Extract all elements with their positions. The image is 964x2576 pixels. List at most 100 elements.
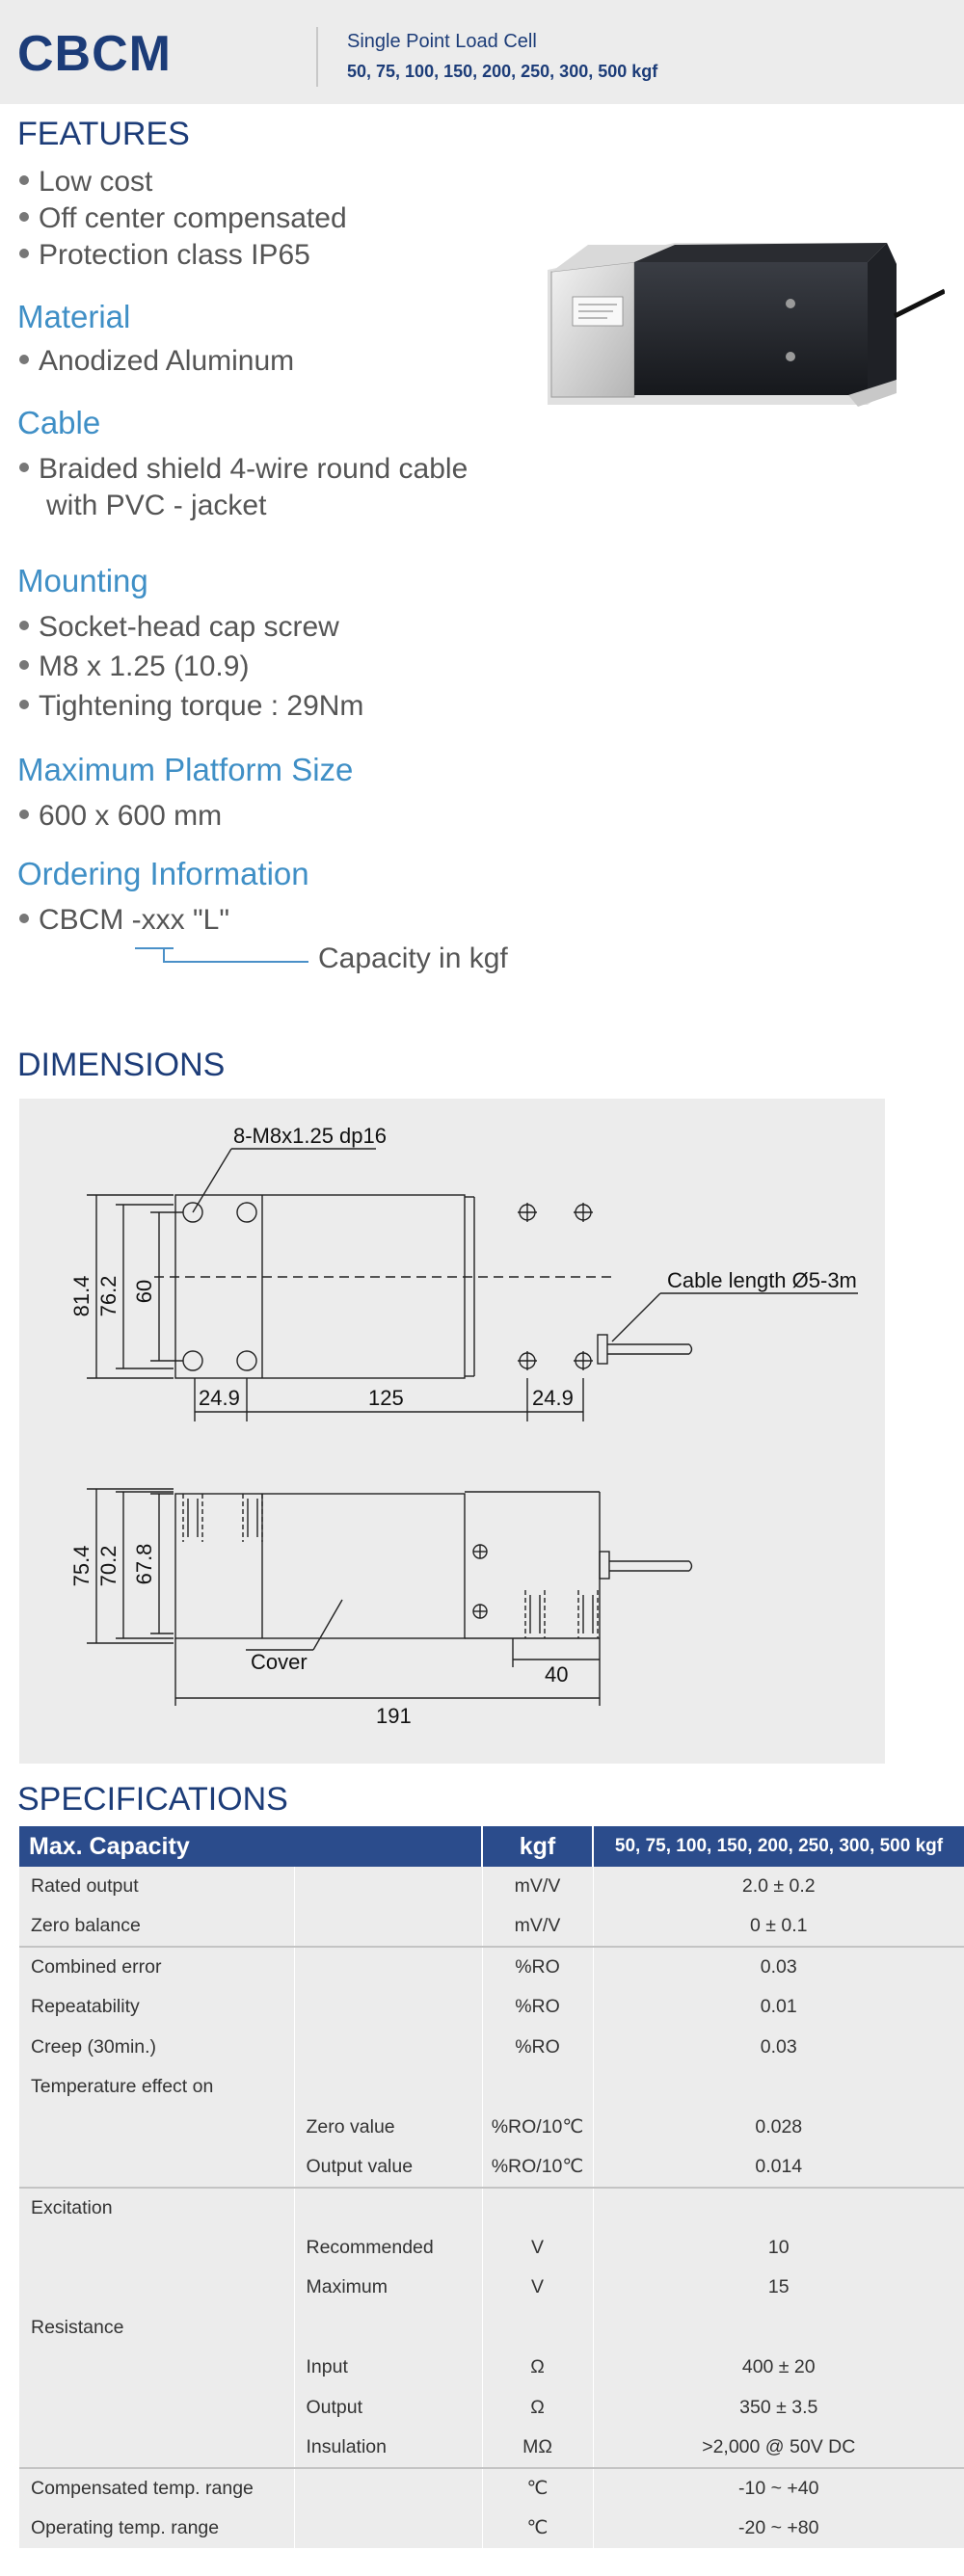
spec-unit: V [481,2267,593,2308]
table-row: Zero value %RO/10℃ 0.028 [19,2107,964,2148]
spec-name: Compensated temp. range [19,2466,294,2509]
spec-value [592,2186,964,2228]
bullet-icon [19,700,29,710]
dim-height-3: 60 [132,1280,156,1303]
specs-table: Max. Capacity kgf 50, 75, 100, 150, 200,… [19,1826,964,2549]
header-divider [316,27,318,87]
dim-height-2: 76.2 [96,1276,120,1317]
spec-value: 15 [592,2267,964,2308]
spec-unit: Ω [481,2348,593,2388]
dim-cover-label: Cover [251,1650,308,1674]
spec-unit [481,2186,593,2228]
spec-unit [481,2307,593,2349]
spec-sub: Insulation [293,2428,482,2468]
table-row: Zero balance mV/V 0 ± 0.1 [19,1906,964,1948]
header-subtitle: Single Point Load Cell [347,31,537,52]
bullet-icon [19,212,29,223]
dim-side-height-1: 75.4 [69,1546,94,1587]
table-row: Compensated temp. range ℃ -10 ~ +40 [19,2466,964,2509]
spec-sub: Maximum [293,2267,482,2308]
table-row: Rated output mV/V 2.0 ± 0.2 [19,1867,964,1907]
table-row: Recommended V 10 [19,2227,964,2268]
table-row: Temperature effect on [19,2066,964,2108]
dimensions-title: DIMENSIONS [17,1047,226,1083]
spec-value: 2.0 ± 0.2 [592,1867,964,1907]
bullet-icon [19,621,29,631]
ordering-note: Capacity in kgf [318,943,508,974]
cable-item-continuation: with PVC - jacket [46,490,267,521]
spec-value: -10 ~ +40 [592,2466,964,2509]
spec-value: 0.03 [592,1946,964,1987]
spec-unit: V [481,2227,593,2268]
table-row: Creep (30min.) %RO 0.03 [19,2027,964,2067]
mounting-item: Tightening torque : 29Nm [19,690,363,723]
spec-sub [293,1986,482,2028]
ordering-code: CBCM -xxx "L" [19,904,229,937]
dim-width-1: 24.9 [199,1386,240,1410]
table-row: Excitation [19,2186,964,2228]
spec-name [19,2107,294,2148]
dim-side-height-2: 70.2 [96,1546,120,1587]
spec-value [592,2066,964,2108]
spec-sub [293,2466,482,2509]
features-title: FEATURES [17,116,190,152]
dim-width-2: 125 [368,1386,404,1410]
bullet-icon [19,355,29,365]
table-row: Maximum V 15 [19,2267,964,2308]
features-item: Low cost [19,166,152,199]
specs-header-unit: kgf [481,1826,593,1867]
spec-unit: %RO [481,1946,593,1987]
spec-name: Temperature effect on [19,2066,294,2108]
mounting-title: Mounting [17,563,148,598]
spec-value: 0.014 [592,2147,964,2188]
spec-unit: %RO [481,2027,593,2067]
spec-name: Creep (30min.) [19,2027,294,2067]
ordering-leader-line [135,947,308,963]
material-title: Material [17,299,131,334]
spec-unit: ℃ [481,2508,593,2549]
spec-value [592,2307,964,2349]
table-row: Output Ω 350 ± 3.5 [19,2387,964,2429]
spec-sub [293,2186,482,2228]
features-item: Off center compensated [19,202,347,235]
cable-title: Cable [17,405,101,440]
dim-40: 40 [545,1662,568,1686]
bullet-icon [19,175,29,186]
table-row: Resistance [19,2307,964,2349]
spec-name [19,2227,294,2268]
spec-unit: Ω [481,2387,593,2429]
spec-name [19,2267,294,2308]
table-row: Input Ω 400 ± 20 [19,2348,964,2388]
table-row: Output value %RO/10℃ 0.014 [19,2147,964,2188]
spec-sub [293,2307,482,2349]
spec-name: Rated output [19,1867,294,1907]
spec-name: Zero balance [19,1906,294,1948]
spec-value: 350 ± 3.5 [592,2387,964,2429]
header-band: CBCM Single Point Load Cell 50, 75, 100,… [0,0,964,104]
spec-name: Repeatability [19,1986,294,2028]
spec-sub: Recommended [293,2227,482,2268]
dim-total-length: 191 [376,1704,412,1728]
spec-unit: mV/V [481,1867,593,1907]
spec-value: -20 ~ +80 [592,2508,964,2549]
spec-unit [481,2066,593,2108]
features-item: Protection class IP65 [19,239,310,272]
dim-width-3: 24.9 [532,1386,574,1410]
spec-unit: %RO [481,1986,593,2028]
cable-item: Braided shield 4-wire round cable [19,453,468,486]
spec-name [19,2387,294,2429]
spec-unit: MΩ [481,2428,593,2468]
dim-thread-label: 8-M8x1.25 dp16 [233,1124,387,1148]
spec-sub: Input [293,2348,482,2388]
spec-sub [293,1906,482,1948]
spec-value: 0.03 [592,2027,964,2067]
spec-unit: %RO/10℃ [481,2147,593,2188]
header-capacities: 50, 75, 100, 150, 200, 250, 300, 500 kgf [347,62,658,81]
mounting-item: Socket-head cap screw [19,611,339,644]
spec-name [19,2147,294,2188]
table-row: Operating temp. range ℃ -20 ~ +80 [19,2508,964,2549]
load-cell-photo [548,243,945,407]
dim-side-height-3: 67.8 [132,1544,156,1585]
platform-title: Maximum Platform Size [17,752,354,787]
spec-sub [293,2066,482,2108]
